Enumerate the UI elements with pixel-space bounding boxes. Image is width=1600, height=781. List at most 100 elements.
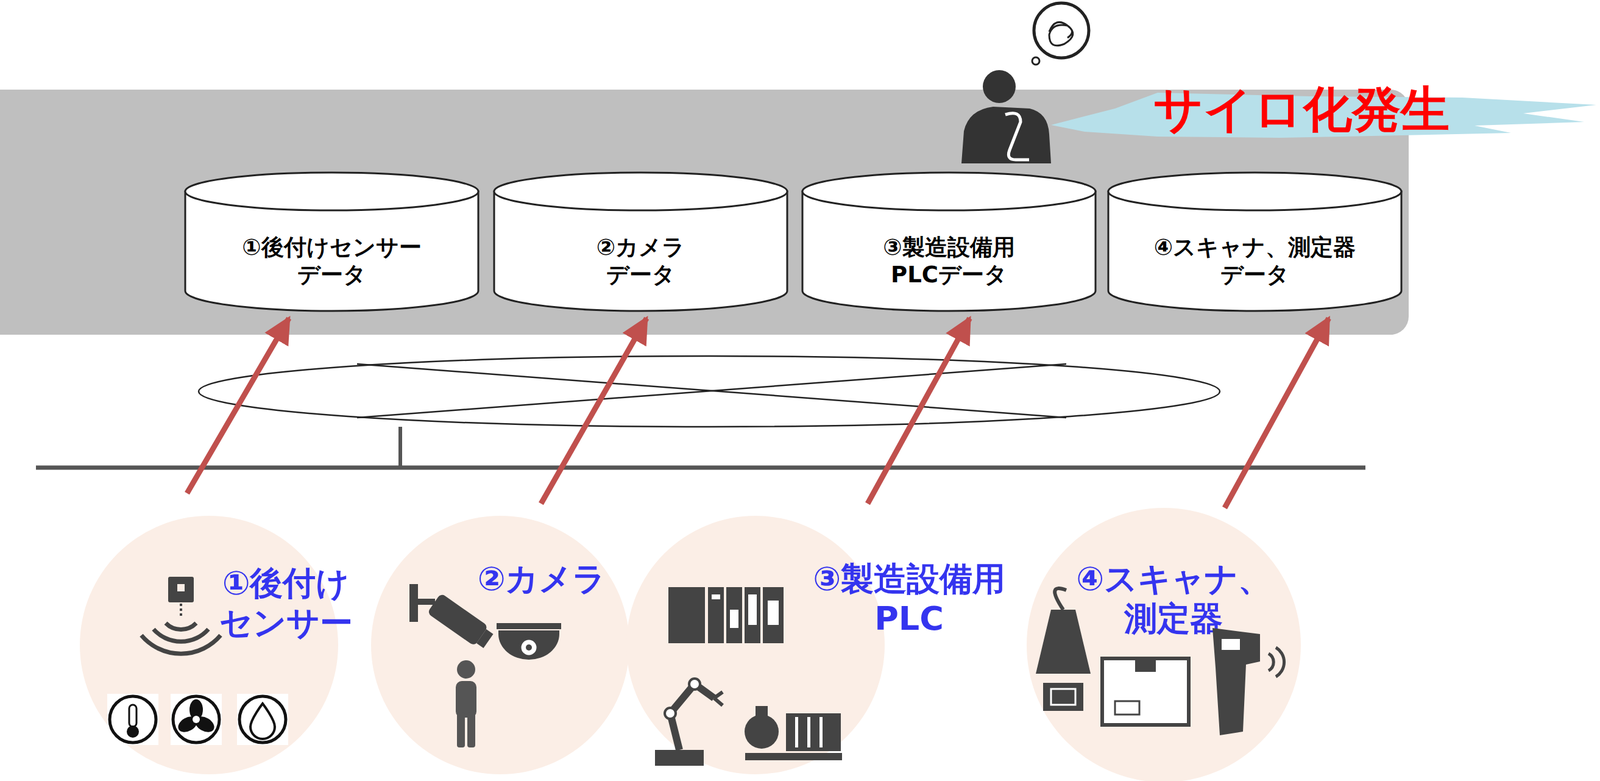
cylinder-top xyxy=(802,172,1096,211)
sensor-icon xyxy=(168,576,194,602)
worried-person xyxy=(1049,21,1073,46)
network-bus xyxy=(357,363,1067,418)
plc-rack xyxy=(748,594,757,625)
droplet-symbol xyxy=(250,703,275,739)
circle-ground xyxy=(371,515,630,774)
dome-camera xyxy=(496,622,562,660)
pump-motor xyxy=(744,714,779,749)
worried-person xyxy=(1005,113,1030,160)
parcel-box xyxy=(1135,658,1156,672)
thermometer-symbol xyxy=(109,695,156,743)
database-label: ③製造設備用 PLCデータ xyxy=(813,233,1085,289)
robot-arm xyxy=(714,691,723,705)
sensor-icon xyxy=(141,634,221,654)
device-label: ③製造設備用 PLC xyxy=(775,559,1044,639)
fan-symbol xyxy=(175,712,200,735)
plc-rack xyxy=(729,609,739,628)
text-holder: ③製造設備用 PLCデータ xyxy=(813,233,1085,289)
pump-motor xyxy=(744,705,843,760)
person-figure xyxy=(467,711,476,747)
plc-rack xyxy=(668,586,784,643)
barcode-scanner xyxy=(1035,609,1091,674)
cylinder-top xyxy=(494,172,788,211)
droplet-symbol xyxy=(239,695,286,743)
text-holder: ①後付けセンサー データ xyxy=(196,233,468,289)
bullet-camera xyxy=(409,583,418,622)
network-bus xyxy=(35,465,1366,470)
dome-camera xyxy=(525,644,532,651)
person-figure xyxy=(455,659,477,747)
database-label: ②カメラ データ xyxy=(505,233,777,289)
sensor-icon xyxy=(177,583,185,592)
parcel-box xyxy=(1102,658,1189,725)
pump-motor xyxy=(807,716,811,747)
thermometer-gun xyxy=(1268,653,1274,671)
device-label: ②カメラ xyxy=(407,559,676,599)
worried-person xyxy=(961,106,1052,164)
fan-symbol xyxy=(170,693,222,745)
text-holder: ④スキャナ、測定器 データ xyxy=(1119,233,1391,289)
person-figure xyxy=(456,659,476,679)
droplet-symbol xyxy=(237,693,289,745)
network-bus xyxy=(357,363,1067,418)
worried-person xyxy=(982,70,1016,103)
fan-symbol xyxy=(192,715,200,723)
robot-arm xyxy=(689,678,701,690)
plc-rack xyxy=(726,586,743,643)
label-holder: サイロ化発生 xyxy=(1153,82,1450,137)
robot-arm xyxy=(654,678,723,766)
alert-label: サイロ化発生 xyxy=(1153,82,1450,137)
database-cylinder: ③製造設備用 PLCデータ xyxy=(801,171,1097,311)
bullet-camera xyxy=(427,592,496,651)
pump-motor xyxy=(819,716,823,747)
robot-arm xyxy=(654,749,704,766)
network-bus xyxy=(398,426,403,468)
sensor-icon xyxy=(141,576,221,654)
fan-symbol xyxy=(173,695,220,743)
circle-fill xyxy=(1026,507,1301,781)
plc-rack xyxy=(707,586,724,643)
database-label: ①後付けセンサー データ xyxy=(196,233,468,289)
worried-person xyxy=(1033,3,1089,58)
thermometer-gun xyxy=(1275,647,1285,677)
device-label: ①後付け センサー xyxy=(151,563,420,643)
barcode-scanner xyxy=(1051,688,1076,705)
thermometer-symbol xyxy=(129,704,137,727)
circle-fill xyxy=(79,515,339,774)
network-bus xyxy=(198,355,1220,427)
text-holder: ①後付け センサー xyxy=(151,563,420,643)
bullet-camera xyxy=(427,592,489,646)
data-flow-arrow xyxy=(1224,318,1329,508)
bullet-camera xyxy=(409,583,496,651)
dome-camera xyxy=(496,622,562,629)
thermometer-gun xyxy=(1212,627,1261,735)
parcel-box xyxy=(1115,700,1140,715)
circle-fill xyxy=(626,515,885,774)
thermometer-symbol xyxy=(107,693,159,745)
dome-camera xyxy=(498,630,560,660)
barcode-scanner xyxy=(1043,682,1084,711)
circle-fill xyxy=(371,515,630,774)
database-cylinder: ④スキャナ、測定器 データ xyxy=(1107,171,1403,311)
thermometer-gun xyxy=(1212,627,1285,735)
pump-motor xyxy=(745,752,843,760)
barcode-scanner xyxy=(1035,587,1091,711)
person-figure xyxy=(455,680,477,718)
droplet-symbol xyxy=(237,693,289,745)
pump-motor xyxy=(795,716,799,747)
text-holder: ④スキャナ、 測定器 xyxy=(1039,559,1308,639)
person-figure xyxy=(456,711,465,747)
bullet-camera xyxy=(416,598,436,605)
bullet-camera xyxy=(476,628,494,648)
device-circle: ②カメラ xyxy=(371,515,630,774)
plc-rack xyxy=(711,594,721,599)
robot-arm xyxy=(670,683,715,750)
text-holder: ②カメラ xyxy=(407,559,676,599)
fan-symbol xyxy=(170,693,222,745)
worried-person xyxy=(1032,57,1040,65)
robot-arm xyxy=(664,707,676,719)
dome-camera xyxy=(519,637,539,657)
sensor-icon xyxy=(165,622,197,630)
cylinder-top xyxy=(1108,172,1402,211)
